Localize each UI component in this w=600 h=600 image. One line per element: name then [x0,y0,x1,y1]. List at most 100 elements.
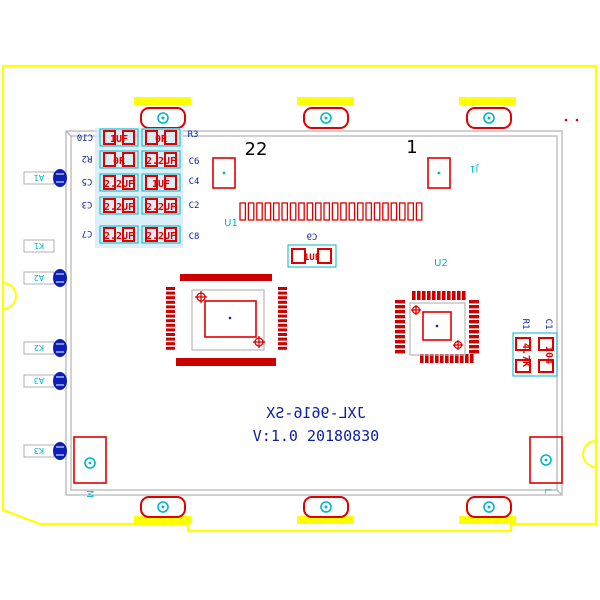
pad [256,202,263,221]
pad [281,202,289,221]
left-led-pads [23,169,67,460]
pad [395,305,405,309]
u2-center-dot [435,324,439,328]
pad [452,291,456,300]
pad [469,300,479,304]
pad [469,320,479,324]
value-c8: 2.2UF [146,231,176,242]
pad [166,305,175,309]
fiducial [411,305,463,350]
pad [395,330,405,334]
label-c1: C1 [543,319,553,330]
pad [395,340,405,344]
pad [166,333,175,336]
pad [278,291,287,295]
pad [469,315,479,319]
qfp-large-pads-top [180,274,272,281]
label-c4: C4 [189,177,200,187]
pad [437,291,441,300]
label-a1: A1 [34,173,45,182]
connector-test-pads [212,157,451,189]
c9-pad [291,248,306,264]
pad [272,202,280,221]
value-r1: 4.7K [520,343,531,367]
pad [457,291,461,300]
pad [166,328,175,332]
pad [395,325,405,329]
marker-dot [575,118,579,122]
pad [395,335,405,339]
label-u1: U1 [224,218,238,229]
pad [469,335,479,339]
pad [395,315,405,319]
pad [331,202,339,221]
pad [395,300,405,304]
value-c9: 1UF [304,253,320,263]
label-l: L [542,488,552,493]
pad [373,202,381,221]
pad [166,314,175,318]
pad [455,354,459,363]
pad [340,202,347,221]
value-c2: 2.2UF [146,202,176,213]
pad [166,291,175,295]
label-k2: K2 [34,343,44,352]
pad [395,310,405,314]
u2-body [409,302,466,356]
label-c6: C6 [189,157,200,167]
pad [447,291,451,300]
pad [166,296,175,300]
board-version: V:1.0 20180830 [253,427,379,445]
value-c6: 2.2UF [146,156,176,167]
pad [247,202,255,221]
pad [469,325,479,329]
board-model: JXL-9616-SX [266,404,365,422]
pad [166,319,175,323]
pad [435,354,439,363]
pad [289,202,297,221]
qfp-large-pads-bottom [176,358,276,366]
label-u2: U2 [434,258,448,269]
pad [166,300,175,304]
label-k3: K3 [34,446,44,455]
pad [166,287,175,290]
marker-dot [564,118,568,122]
pad [278,342,287,346]
label-c10: C10 [77,134,93,144]
pad [314,202,322,221]
pad [278,333,287,336]
label-c2: C2 [189,201,200,211]
pad [415,202,423,221]
lcd-outline [65,130,563,496]
pad [166,342,175,346]
pad [278,300,287,304]
pad [469,310,479,314]
pad [470,354,474,363]
passive-silk [99,128,181,244]
board-outline [1,64,598,533]
pad [395,350,405,354]
label-c8: C8 [189,232,200,242]
r1-c1-silk [512,332,558,377]
pad [278,310,287,313]
pad [445,354,449,363]
value-r3: 0R [155,134,168,145]
pad [365,202,373,221]
pad [166,346,175,350]
pad [442,291,446,300]
label-r1: R1 [520,319,530,330]
c9-silk [287,244,337,268]
value-c10: 1UF [110,134,128,145]
pad [278,305,287,309]
label-c5: C5 [82,176,93,186]
label-a2: A2 [34,273,45,282]
value-c5: 2.2UF [104,179,134,190]
pad [323,202,331,221]
qfp-large-pads-left [166,287,175,350]
right-notch [582,440,597,468]
pad [278,337,287,341]
pad [462,291,466,300]
r1-c1-pads [515,337,554,373]
label-r2: R2 [82,153,93,163]
